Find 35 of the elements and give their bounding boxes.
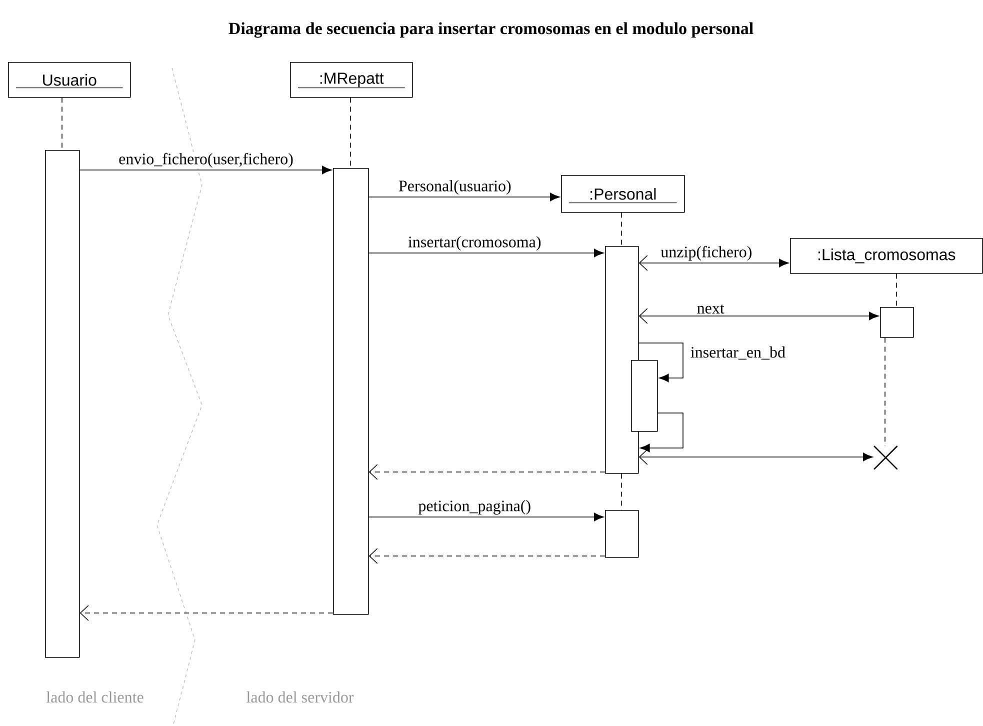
object-box: :Lista_cromosomas: [790, 238, 983, 274]
return-arrow: [368, 548, 606, 564]
activation-bar: [333, 168, 369, 615]
message-label: insertar_en_bd: [690, 346, 786, 360]
title: Diagrama de secuencia para insertar cromosomas en el modulo personal: [228, 22, 754, 38]
message-arrow: [368, 192, 560, 202]
message-label: unzip(fichero): [660, 246, 752, 261]
message-arrow: [638, 308, 879, 324]
message-arrow: [79, 166, 332, 174]
destruction-mark: [873, 445, 898, 470]
message-arrow: [638, 255, 789, 271]
message-label: Personal(usuario): [398, 180, 511, 195]
activation-bar: [880, 307, 914, 338]
activation-bar: [605, 510, 639, 558]
lifeline: [621, 212, 622, 246]
message-arrow: [368, 248, 604, 258]
self-message-arrow: [640, 412, 684, 452]
message-label: envio_fichero(user,fichero): [119, 152, 293, 168]
message-arrow: [368, 512, 604, 522]
lifeline: [896, 273, 897, 308]
object-box: :MRepatt: [290, 62, 413, 98]
self-message-arrow: [638, 342, 684, 382]
activation-bar: [631, 360, 658, 432]
message-arrow: [638, 449, 873, 465]
message-label: next: [697, 304, 724, 314]
side-label: lado del cliente: [46, 691, 144, 703]
side-label: lado del servidor: [246, 691, 354, 703]
return-arrow: [368, 464, 606, 480]
lifeline: [350, 97, 351, 168]
message-label: peticion_pagina(): [418, 500, 530, 515]
message-label: insertar(cromosoma): [408, 236, 541, 251]
return-arrow: [80, 605, 334, 621]
object-box: Usuario: [8, 62, 131, 98]
activation-bar: [45, 150, 80, 658]
object-box: :Personal: [561, 175, 685, 213]
